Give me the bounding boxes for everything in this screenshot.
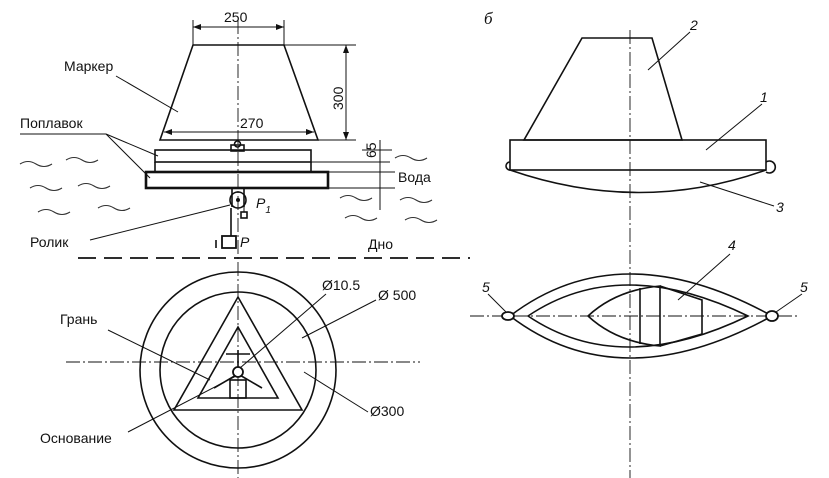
label-bottom: Дно <box>368 236 393 252</box>
center-hole <box>232 366 244 378</box>
small-weight <box>240 211 248 219</box>
arrow <box>306 129 314 135</box>
b-ring-left <box>501 311 515 321</box>
arrow <box>164 129 172 135</box>
b-plan-inner <box>526 284 750 348</box>
leader-4 <box>677 253 731 301</box>
dim-d300: Ø300 <box>370 403 404 419</box>
wave <box>404 216 438 224</box>
wave <box>97 204 131 212</box>
float-upper-plate <box>154 149 312 163</box>
water-waves <box>19 154 438 224</box>
dim-d500: Ø 500 <box>378 287 416 303</box>
b-plan-prism <box>659 285 703 347</box>
panel-a-side-view: 250 300 270 65 Вода <box>19 9 470 478</box>
inner-circle <box>159 291 317 449</box>
panel-a-plan-view: Ø10.5 Ø 500 Ø300 Грань Основание <box>40 271 420 469</box>
leader-1 <box>705 103 763 151</box>
part-label-3: 3 <box>776 199 784 215</box>
wave <box>29 184 63 192</box>
wave <box>19 160 53 168</box>
leader-float <box>105 133 159 157</box>
arrow <box>276 24 284 30</box>
part-label-1: 1 <box>760 89 768 105</box>
wave <box>339 194 373 202</box>
b-ring-right <box>765 310 779 322</box>
wave <box>77 182 111 190</box>
b-keel <box>509 169 767 194</box>
dim-270: 270 <box>240 115 264 131</box>
b-side-ring-left <box>505 161 511 171</box>
arrow <box>343 132 349 140</box>
roller-wheel <box>229 191 247 209</box>
dim-65: 65 <box>363 142 379 158</box>
part-label-2: 2 <box>689 17 698 33</box>
roller-hub <box>236 198 240 202</box>
wave <box>344 214 378 222</box>
b-side-ring <box>765 160 777 174</box>
leader-d500 <box>301 299 377 339</box>
wave <box>394 154 428 162</box>
wave <box>65 156 99 164</box>
part-label-5-right: 5 <box>800 279 808 295</box>
part-label-5-left: 5 <box>482 279 490 295</box>
leader-2 <box>647 31 691 71</box>
panel-b: б 2 1 3 4 5 5 <box>470 9 808 478</box>
leader-face <box>107 329 211 381</box>
label-water: Вода <box>398 169 431 185</box>
label-roller: Ролик <box>30 234 69 250</box>
arrow <box>343 45 349 53</box>
panel-b-letter: б <box>484 9 493 28</box>
leader-5-left <box>487 293 507 313</box>
dim-d10: Ø10.5 <box>322 277 360 293</box>
dim-300: 300 <box>330 86 346 110</box>
label-float: Поплавок <box>20 115 83 131</box>
leader-5-right <box>775 293 803 313</box>
anchor-block <box>221 235 237 249</box>
base-block <box>229 379 247 399</box>
marker-body <box>158 44 320 141</box>
b-plan-triangle <box>586 285 661 347</box>
force-p: P <box>240 234 250 250</box>
label-base: Основание <box>40 430 112 446</box>
float-lower-plate <box>144 170 330 190</box>
force-p1: P1 <box>256 195 271 216</box>
leader-float <box>105 133 151 179</box>
leader-base <box>127 375 237 433</box>
leader-roller <box>89 204 231 241</box>
top-fitting <box>230 144 245 152</box>
leader-3 <box>699 181 775 207</box>
leader-marker <box>115 75 179 113</box>
leader-d10 <box>239 293 327 369</box>
wave <box>37 208 71 216</box>
outer-circle <box>139 271 337 469</box>
label-marker: Маркер <box>64 58 113 74</box>
dim-250: 250 <box>224 9 248 25</box>
wave <box>399 196 433 204</box>
arrow <box>193 24 201 30</box>
label-face: Грань <box>60 311 97 327</box>
b-float-plate <box>509 139 767 171</box>
outer-triangle <box>172 295 304 411</box>
leader-d300 <box>303 371 369 413</box>
part-label-4: 4 <box>728 237 736 253</box>
top-fitting-ring <box>233 140 242 148</box>
b-marker-body <box>522 37 684 141</box>
